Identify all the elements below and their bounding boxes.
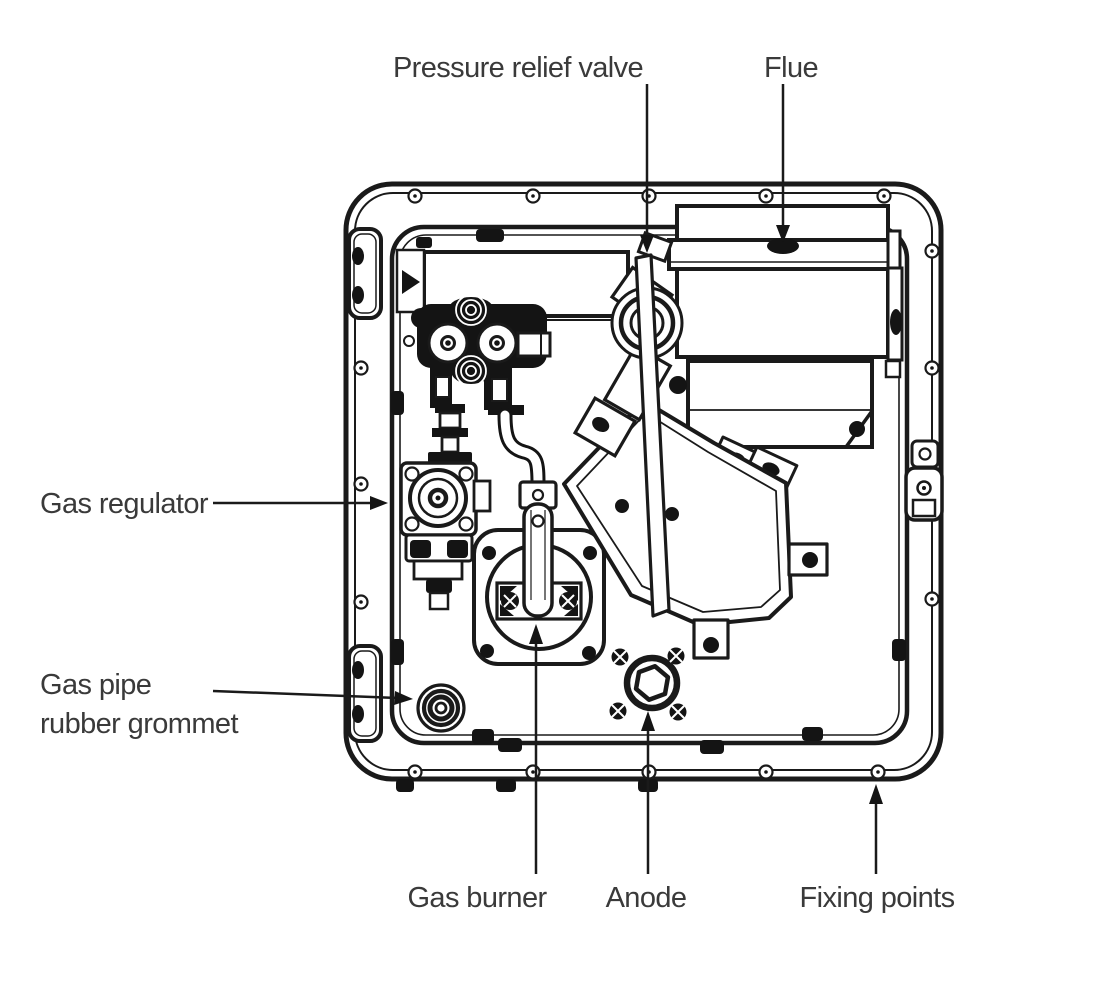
arrow-down-icon (640, 235, 654, 253)
leader-lines (212, 84, 883, 874)
label-gas-regulator: Gas regulator (40, 488, 209, 520)
label-pressure-relief-valve: Pressure relief valve (393, 52, 643, 84)
fixing-screw-icon (758, 188, 774, 204)
arrow-down-icon (776, 225, 790, 243)
gas-burner (472, 480, 606, 666)
fixing-screw-icon (407, 764, 423, 780)
arrow-up-icon (641, 711, 655, 731)
fixing-screw-icon (641, 188, 657, 204)
label-anode: Anode (606, 882, 687, 914)
solenoid-valve-block (403, 294, 552, 410)
label-rubber-grommet: rubber grommet (40, 708, 238, 740)
fixing-screw-icon (924, 591, 940, 607)
anode (609, 647, 687, 721)
arrow-right-icon (394, 691, 413, 705)
label-flue: Flue (764, 52, 818, 84)
bolt-x-icon (609, 702, 627, 720)
left-bracket-bottom (347, 644, 383, 743)
combustion-cover (562, 376, 829, 660)
fixing-screw-icon (407, 188, 423, 204)
arrow-right-icon (370, 496, 388, 510)
burner-tube (518, 480, 558, 618)
right-latch (904, 439, 944, 522)
fixing-screw-icon (525, 764, 541, 780)
left-bracket-top (347, 227, 383, 320)
label-gas-pipe: Gas pipe (40, 669, 151, 701)
small-screw-icon (403, 335, 415, 347)
fixing-screw-icon (353, 360, 369, 376)
fixing-screw-icon (353, 594, 369, 610)
fixing-screw-icon (924, 360, 940, 376)
gas-regulator (399, 461, 492, 611)
gas-piping (428, 404, 546, 492)
casing-tab (396, 779, 414, 792)
fixing-screw-icon (924, 243, 940, 259)
bolt-x-icon (669, 703, 687, 721)
fixing-screw-icon (353, 476, 369, 492)
retaining-strap (634, 253, 671, 618)
fixing-screw-icon (758, 764, 774, 780)
gas-pipe-grommet (416, 683, 466, 733)
fixing-screw-icon (870, 764, 886, 780)
bolt-x-icon (501, 592, 519, 610)
bolt-x-icon (611, 648, 629, 666)
arrow-up-icon (529, 624, 543, 644)
labels: Pressure relief valve Flue Gas regulator… (40, 52, 955, 914)
regulator-clamp (404, 533, 474, 611)
label-fixing-points: Fixing points (800, 882, 955, 914)
casing-tab (496, 779, 516, 792)
flue-assembly (667, 204, 904, 449)
fixing-screw-icon (525, 188, 541, 204)
label-gas-burner: Gas burner (407, 882, 547, 914)
fixing-screw-icon (876, 188, 892, 204)
arrow-up-icon (869, 784, 883, 804)
bolt-x-icon (667, 647, 685, 665)
bolt-x-icon (559, 592, 577, 610)
